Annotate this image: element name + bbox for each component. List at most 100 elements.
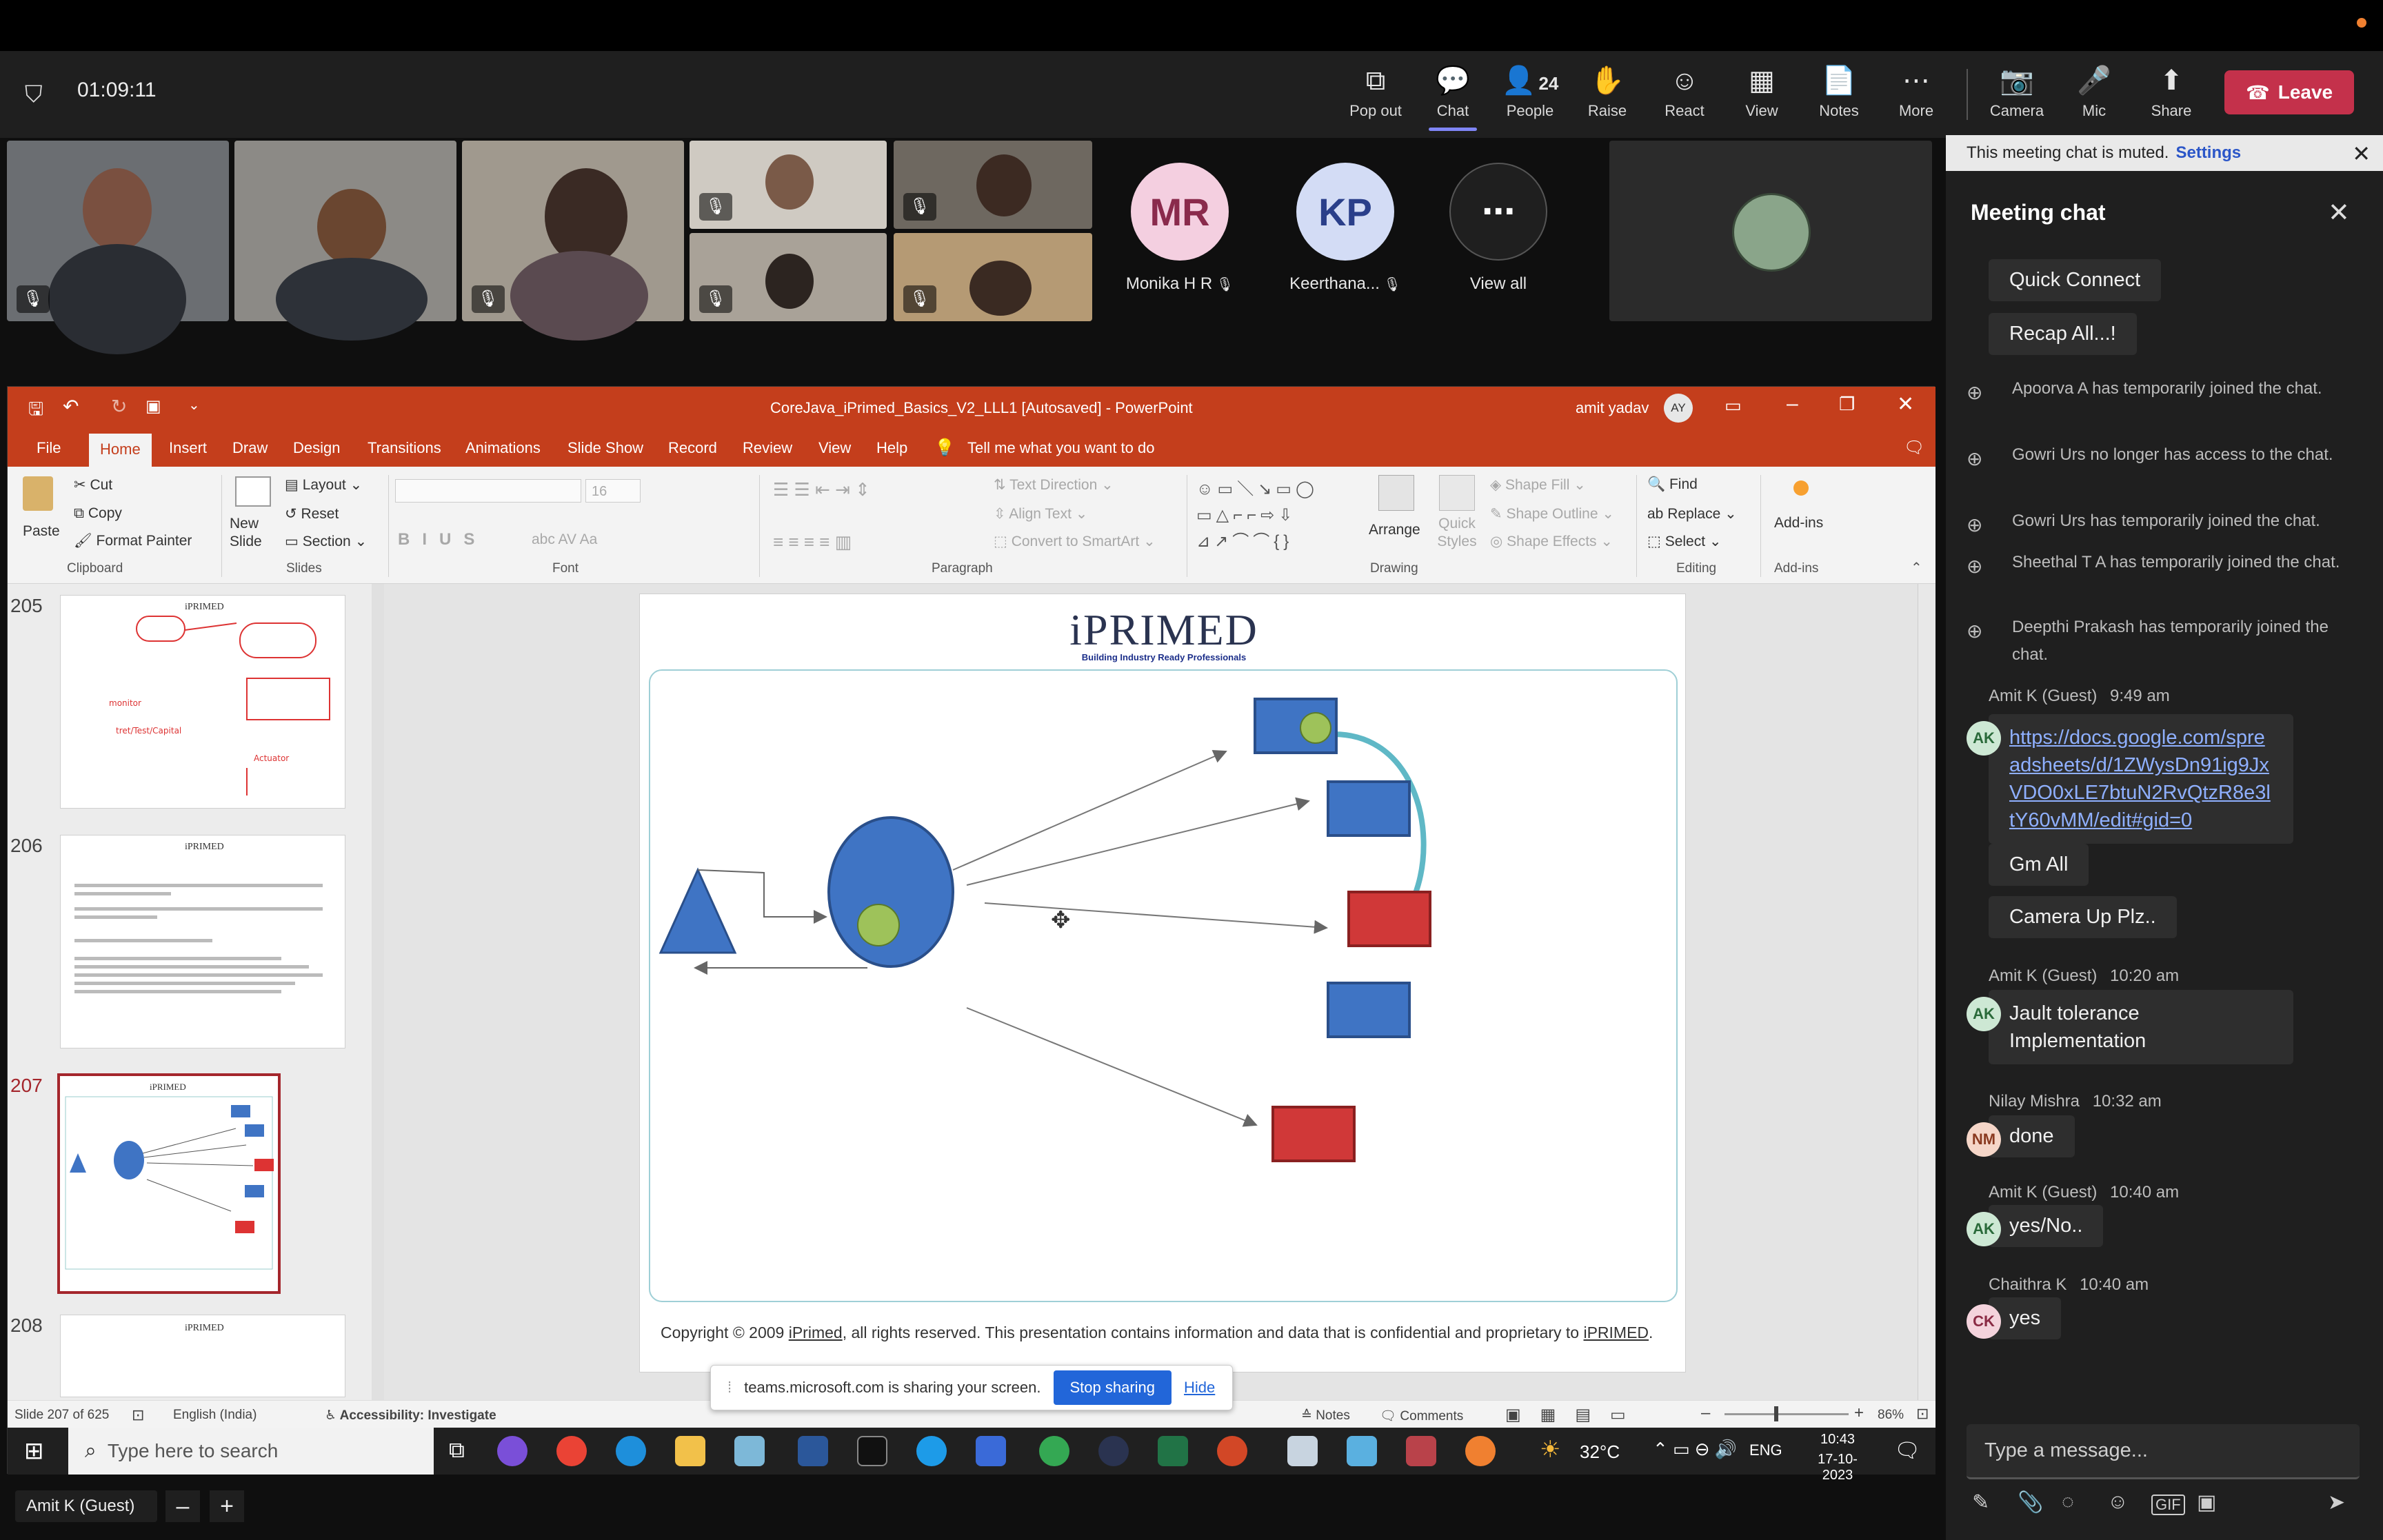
app-icon[interactable] — [1465, 1436, 1496, 1466]
chat-message[interactable]: https://docs.google.com/spreadsheets/d/1… — [1989, 714, 2293, 844]
message-link[interactable]: https://docs.google.com/spreadsheets/d/1… — [2009, 727, 2271, 831]
leave-button[interactable]: ☎Leave — [2224, 70, 2354, 114]
thumbnail-206[interactable]: iPRIMED — [60, 835, 345, 1048]
video-tile[interactable]: 🎙 — [690, 233, 887, 321]
thumbnail-208[interactable]: iPRIMED — [60, 1315, 345, 1397]
tab-file[interactable]: File — [37, 439, 61, 456]
more-button[interactable]: ⋯More — [1878, 63, 1954, 127]
task-view-icon[interactable]: ⧉ — [449, 1437, 465, 1462]
stop-sharing-button[interactable]: Stop sharing — [1053, 1370, 1172, 1405]
chat-message-input[interactable]: Type a message... — [1967, 1424, 2360, 1479]
align-icons[interactable]: ≡ ≡ ≡ ≡ ▥ — [773, 531, 852, 552]
zoom-slider-thumb[interactable] — [1774, 1406, 1778, 1421]
avatar[interactable]: NM — [1967, 1122, 2001, 1157]
shape-outline-button[interactable]: ✎ Shape Outline ⌄ — [1490, 506, 1614, 522]
add-ins-button[interactable]: Add-ins — [1774, 515, 1824, 531]
avatar[interactable]: AK — [1967, 997, 2001, 1031]
fit-slide-icon[interactable]: ⊡ — [1916, 1405, 1929, 1422]
arrange-icon[interactable] — [1378, 475, 1414, 511]
convert-smartart-button[interactable]: ⬚ Convert to SmartArt ⌄ — [994, 534, 1156, 549]
video-tile[interactable]: 🎙 — [894, 141, 1092, 229]
accessibility-status[interactable]: ♿ Accessibility: Investigate — [325, 1408, 496, 1423]
tray-icons[interactable]: ⌃ ▭ ⊖ 🔊 — [1653, 1439, 1738, 1459]
select-button[interactable]: ⬚ Select ⌄ — [1647, 534, 1722, 549]
video-tile[interactable]: 🎙 — [7, 141, 229, 354]
react-button[interactable]: ☺React — [1647, 63, 1722, 127]
chat-message[interactable]: yes/No.. — [1989, 1205, 2104, 1247]
tab-insert[interactable]: Insert — [169, 439, 208, 456]
arrange-button[interactable]: Arrange — [1369, 522, 1420, 538]
paste-button[interactable]: Paste — [23, 523, 60, 539]
close-icon[interactable]: ✕ — [2352, 141, 2371, 166]
popout-button[interactable]: ⧉Pop out — [1338, 63, 1414, 127]
chat-message[interactable]: done — [1989, 1115, 2075, 1157]
skype-icon[interactable] — [916, 1436, 947, 1466]
tab-home[interactable]: Home — [89, 434, 152, 467]
zoom-out-icon[interactable]: – — [1701, 1404, 1711, 1422]
settings-link[interactable]: Settings — [2175, 143, 2242, 162]
comments-toggle[interactable]: 🗨 Comments — [1380, 1409, 1464, 1424]
tab-design[interactable]: Design — [293, 439, 341, 456]
notification-icon[interactable]: 🗨 — [1894, 1439, 1921, 1462]
chrome-icon[interactable] — [556, 1436, 587, 1466]
view-button[interactable]: ▦View — [1724, 63, 1800, 127]
raise-button[interactable]: ✋Raise — [1569, 63, 1645, 127]
customize-toolbar-icon[interactable]: ⌄ — [188, 398, 200, 413]
self-video-tile[interactable] — [1609, 141, 1932, 321]
chat-message[interactable]: Quick Connect — [1989, 259, 2162, 301]
avatar[interactable]: AK — [1967, 1212, 2001, 1246]
ribbon-display-icon[interactable]: ▭ — [1725, 395, 1742, 416]
drag-handle-icon[interactable]: ⁞ — [727, 1379, 732, 1396]
edge-icon[interactable] — [616, 1436, 646, 1466]
paste-icon[interactable] — [23, 476, 53, 511]
excel-icon[interactable] — [1158, 1436, 1188, 1466]
section-button[interactable]: ▭ Section ⌄ — [285, 534, 368, 549]
tab-transitions[interactable]: Transitions — [368, 439, 441, 456]
spelling-icon[interactable]: ⊡ — [132, 1406, 145, 1424]
taskbar-search[interactable]: ⌕Type here to search — [68, 1428, 434, 1475]
file-explorer-icon[interactable] — [675, 1436, 705, 1466]
terminal-icon[interactable] — [857, 1436, 887, 1466]
chrome-icon[interactable] — [1039, 1436, 1069, 1466]
quick-styles-button[interactable]: Quick Styles — [1437, 516, 1477, 549]
quick-styles-icon[interactable] — [1439, 475, 1475, 511]
current-slide[interactable]: ✥ iPRIMED Building Industry Ready Profes… — [639, 594, 1686, 1372]
send-icon[interactable]: ➤ — [2328, 1491, 2346, 1514]
app-icon[interactable] — [1406, 1436, 1436, 1466]
windows-start-icon[interactable]: ⊞ — [24, 1438, 44, 1464]
tab-help[interactable]: Help — [876, 439, 908, 456]
tab-draw[interactable]: Draw — [232, 439, 268, 456]
new-slide-button[interactable]: New Slide — [230, 516, 262, 549]
undo-icon[interactable]: ↶ — [63, 396, 79, 417]
new-slide-icon[interactable] — [235, 476, 271, 507]
weather-icon[interactable]: ☀ — [1540, 1437, 1561, 1463]
thumbnail-207[interactable]: iPRIMED — [57, 1073, 281, 1294]
slide-scrollbar[interactable] — [1918, 584, 1935, 1400]
save-icon[interactable]: 🖫 — [28, 398, 44, 419]
shape-effects-button[interactable]: ◎ Shape Effects ⌄ — [1490, 534, 1613, 549]
zoom-slider[interactable] — [1725, 1413, 1849, 1415]
zoom-level[interactable]: 86% — [1878, 1408, 1904, 1422]
input-language[interactable]: ENG — [1749, 1441, 1782, 1459]
font-size-box[interactable]: 16 — [585, 479, 641, 503]
layout-button[interactable]: ▤ Layout ⌄ — [285, 477, 363, 493]
restore-icon[interactable]: ❐ — [1839, 394, 1856, 414]
tab-review[interactable]: Review — [743, 439, 793, 456]
redo-icon[interactable]: ↻ — [111, 396, 128, 417]
emoji-icon[interactable]: ☺ — [2107, 1490, 2129, 1513]
cut-button[interactable]: ✂ Cut — [74, 477, 113, 493]
add-ins-icon[interactable] — [1793, 480, 1809, 496]
align-text-button[interactable]: ⇳ Align Text ⌄ — [994, 506, 1088, 522]
app-icon[interactable] — [976, 1436, 1006, 1466]
zoom-out-button[interactable]: – — [165, 1490, 200, 1522]
zoom-in-button[interactable]: + — [210, 1490, 244, 1522]
loop-icon[interactable]: ◌ — [2062, 1490, 2074, 1513]
camera-button[interactable]: 📷Camera — [1979, 63, 2055, 127]
hide-banner-link[interactable]: Hide — [1184, 1379, 1216, 1396]
share-button[interactable]: ⬆Share — [2133, 63, 2209, 127]
avatar[interactable]: CK — [1967, 1304, 2001, 1339]
thumbnail-205[interactable]: iPRIMED monitor tret/Test/Capital Actuat… — [60, 595, 345, 809]
